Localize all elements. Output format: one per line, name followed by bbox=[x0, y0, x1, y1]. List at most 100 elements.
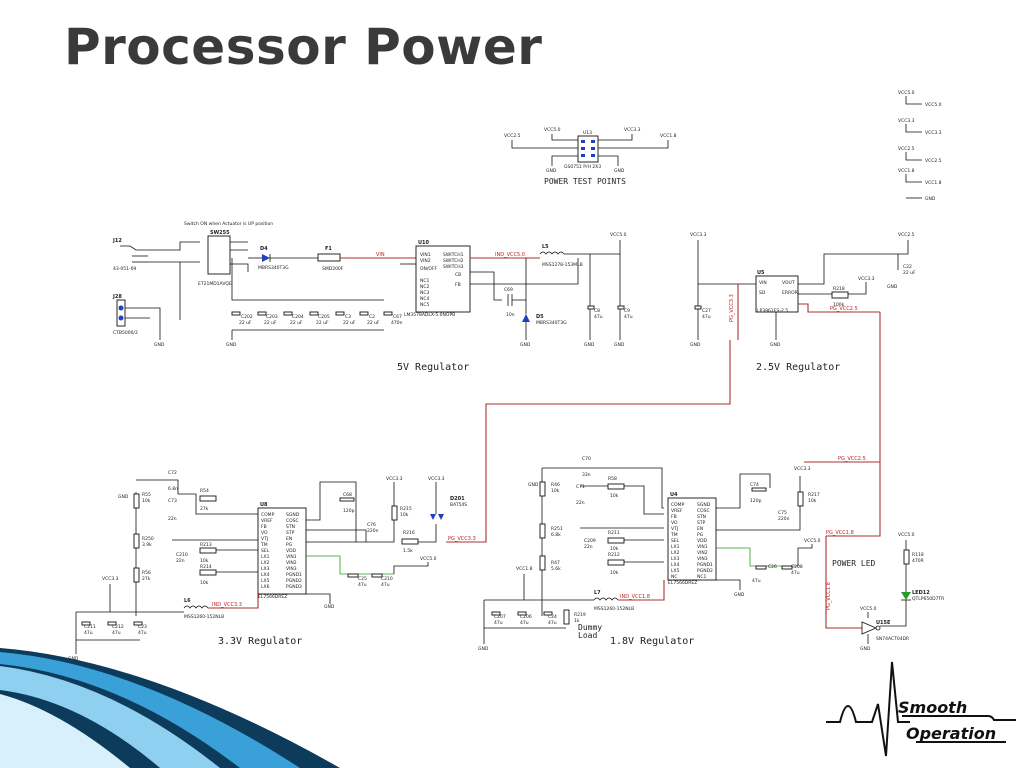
j28-value: CTB5000/2 bbox=[113, 330, 138, 336]
vcc50-5v-out: VCC5.0 bbox=[610, 232, 627, 238]
c70-value: 33n bbox=[582, 472, 591, 478]
c9-ref: C9 bbox=[624, 308, 630, 314]
gnd-reg33: GND bbox=[118, 494, 129, 500]
svg-text:NC4: NC4 bbox=[420, 296, 430, 302]
c74-value: 120p bbox=[750, 498, 762, 504]
c210-value: 22n bbox=[176, 558, 185, 564]
r55-ref: R55 bbox=[142, 492, 151, 498]
svg-text:C2: C2 bbox=[369, 314, 375, 320]
u5-ref: U5 bbox=[757, 270, 765, 276]
svg-text:VDD: VDD bbox=[286, 548, 297, 554]
c212-value: 47u bbox=[112, 630, 121, 636]
svg-text:LX6: LX6 bbox=[261, 584, 270, 590]
dummy-load-label-2: Load bbox=[578, 631, 597, 640]
switch-sw255 bbox=[207, 235, 231, 275]
dummy-load-label-1: Dummy bbox=[578, 623, 602, 632]
svg-text:TM: TM bbox=[670, 532, 678, 538]
svg-text:LX3: LX3 bbox=[261, 566, 270, 572]
svg-text:VOUT: VOUT bbox=[782, 280, 795, 286]
sw-value: ET21MD1AVQE bbox=[198, 281, 232, 287]
legend-vcc25: VCC2.5 bbox=[925, 158, 942, 164]
c210-ref: C210 bbox=[176, 552, 188, 558]
legend-gnd: GND bbox=[925, 196, 936, 202]
svg-text:LX4: LX4 bbox=[261, 572, 270, 578]
svg-text:VTJ: VTJ bbox=[671, 526, 678, 532]
u4-right-pins: SGND COSC STN STP EN PG VDD VIN1 VIN2 VI… bbox=[697, 502, 713, 580]
vcc33-25v-in: VCC3.3 bbox=[690, 232, 707, 238]
svg-text:FB: FB bbox=[455, 282, 461, 288]
test-points-title: POWER TEST POINTS bbox=[544, 177, 626, 186]
d5-ref: D5 bbox=[536, 314, 544, 320]
r118-ref: R118 bbox=[912, 552, 924, 558]
c206-ref: C206 bbox=[520, 614, 532, 620]
j12-value: 43-051-09 bbox=[113, 266, 136, 272]
power-led-block: POWER LED VCC5.0 R118 470R LED12 QTLP650… bbox=[825, 532, 944, 652]
r251-value: 6.8k bbox=[551, 532, 561, 538]
c210b-value: 47u bbox=[381, 582, 390, 588]
c69-value: 10n bbox=[506, 312, 515, 318]
reg-33v-title: 3.3V Regulator bbox=[218, 636, 302, 647]
c8-value: 47u bbox=[594, 314, 603, 320]
svg-text:COSC: COSC bbox=[286, 518, 299, 524]
svg-text:LX2: LX2 bbox=[671, 550, 680, 556]
svg-text:LX5: LX5 bbox=[671, 568, 680, 574]
r214-value: 10k bbox=[200, 580, 209, 586]
legend-vcc18: VCC1.8 bbox=[925, 180, 942, 186]
d201-value: BAT54S bbox=[450, 502, 467, 508]
vcc33-d201: VCC3.3 bbox=[428, 476, 445, 482]
u8-ref: U8 bbox=[260, 502, 268, 508]
c73-value: 22n bbox=[168, 516, 177, 522]
svg-text:COMP: COMP bbox=[671, 502, 685, 508]
resistor-r211 bbox=[607, 537, 625, 544]
vcc50-u15: VCC5.0 bbox=[860, 606, 877, 612]
svg-text:VO: VO bbox=[671, 520, 678, 526]
u10-value: LM3578ADLX-5.0NOPB bbox=[404, 312, 455, 318]
svg-text:FB: FB bbox=[671, 514, 677, 520]
svg-text:EN: EN bbox=[697, 526, 703, 532]
svg-text:NC2: NC2 bbox=[420, 284, 430, 290]
svg-text:SEL: SEL bbox=[261, 548, 270, 554]
reg-18v-title: 1.8V Regulator bbox=[610, 636, 694, 647]
c210b-ref: C210 bbox=[381, 576, 393, 582]
power-led-title: POWER LED bbox=[832, 559, 876, 568]
c23-ref: C23 bbox=[138, 624, 147, 630]
sw-ref: SW255 bbox=[210, 230, 230, 236]
r54-ref: R54 bbox=[200, 488, 209, 494]
ic-u8 bbox=[257, 507, 307, 595]
c211-value: 47u bbox=[84, 630, 93, 636]
svg-text:CB: CB bbox=[455, 272, 461, 278]
svg-text:VIN: VIN bbox=[759, 280, 767, 286]
svg-text:C203: C203 bbox=[266, 314, 278, 320]
reg-33v-block: GND R55 10k R250 3.9k R56 27k C72 6.8n C… bbox=[68, 470, 476, 662]
reg-5v-title: 5V Regulator bbox=[397, 362, 469, 373]
c208-ref: C208 bbox=[791, 564, 803, 570]
r211-ref: R211 bbox=[608, 530, 620, 536]
c73-ref: C73 bbox=[168, 498, 177, 504]
c70-ref: C70 bbox=[582, 456, 591, 462]
net-ind-vcc33: IND_VCC3.3 bbox=[212, 602, 242, 608]
c207-value: 47u bbox=[494, 620, 503, 626]
tp-vcc18-label: VCC1.8 bbox=[660, 133, 677, 139]
ic-u4 bbox=[667, 497, 717, 581]
c22-value: 22 uF bbox=[903, 270, 916, 276]
c76-value: 220n bbox=[367, 528, 379, 534]
svg-text:LX4: LX4 bbox=[671, 562, 680, 568]
svg-text:VIN1: VIN1 bbox=[286, 554, 297, 560]
c68-value: 120p bbox=[343, 508, 355, 514]
svg-text:PGND2: PGND2 bbox=[697, 568, 713, 574]
r214-ref: R214 bbox=[200, 564, 212, 570]
net-pg-vcc18-vert: PG_VCC1.8 bbox=[826, 582, 832, 610]
svg-text:NC1: NC1 bbox=[420, 278, 430, 284]
gnd-u15: GND bbox=[860, 646, 871, 652]
r215-ref: R215 bbox=[400, 506, 412, 512]
tp-vcc25-label: VCC2.5 bbox=[504, 133, 521, 139]
svg-text:C3: C3 bbox=[345, 314, 351, 320]
svg-text:22 uF: 22 uF bbox=[264, 320, 277, 326]
u13-value: GS0751 P/H 2X3 bbox=[564, 164, 601, 170]
svg-text:COSC: COSC bbox=[697, 508, 710, 514]
resistor-r218 bbox=[831, 291, 849, 299]
r212-ref: R212 bbox=[608, 552, 620, 558]
fuse-f1 bbox=[317, 253, 341, 262]
c27-ref: C27 bbox=[702, 308, 711, 314]
